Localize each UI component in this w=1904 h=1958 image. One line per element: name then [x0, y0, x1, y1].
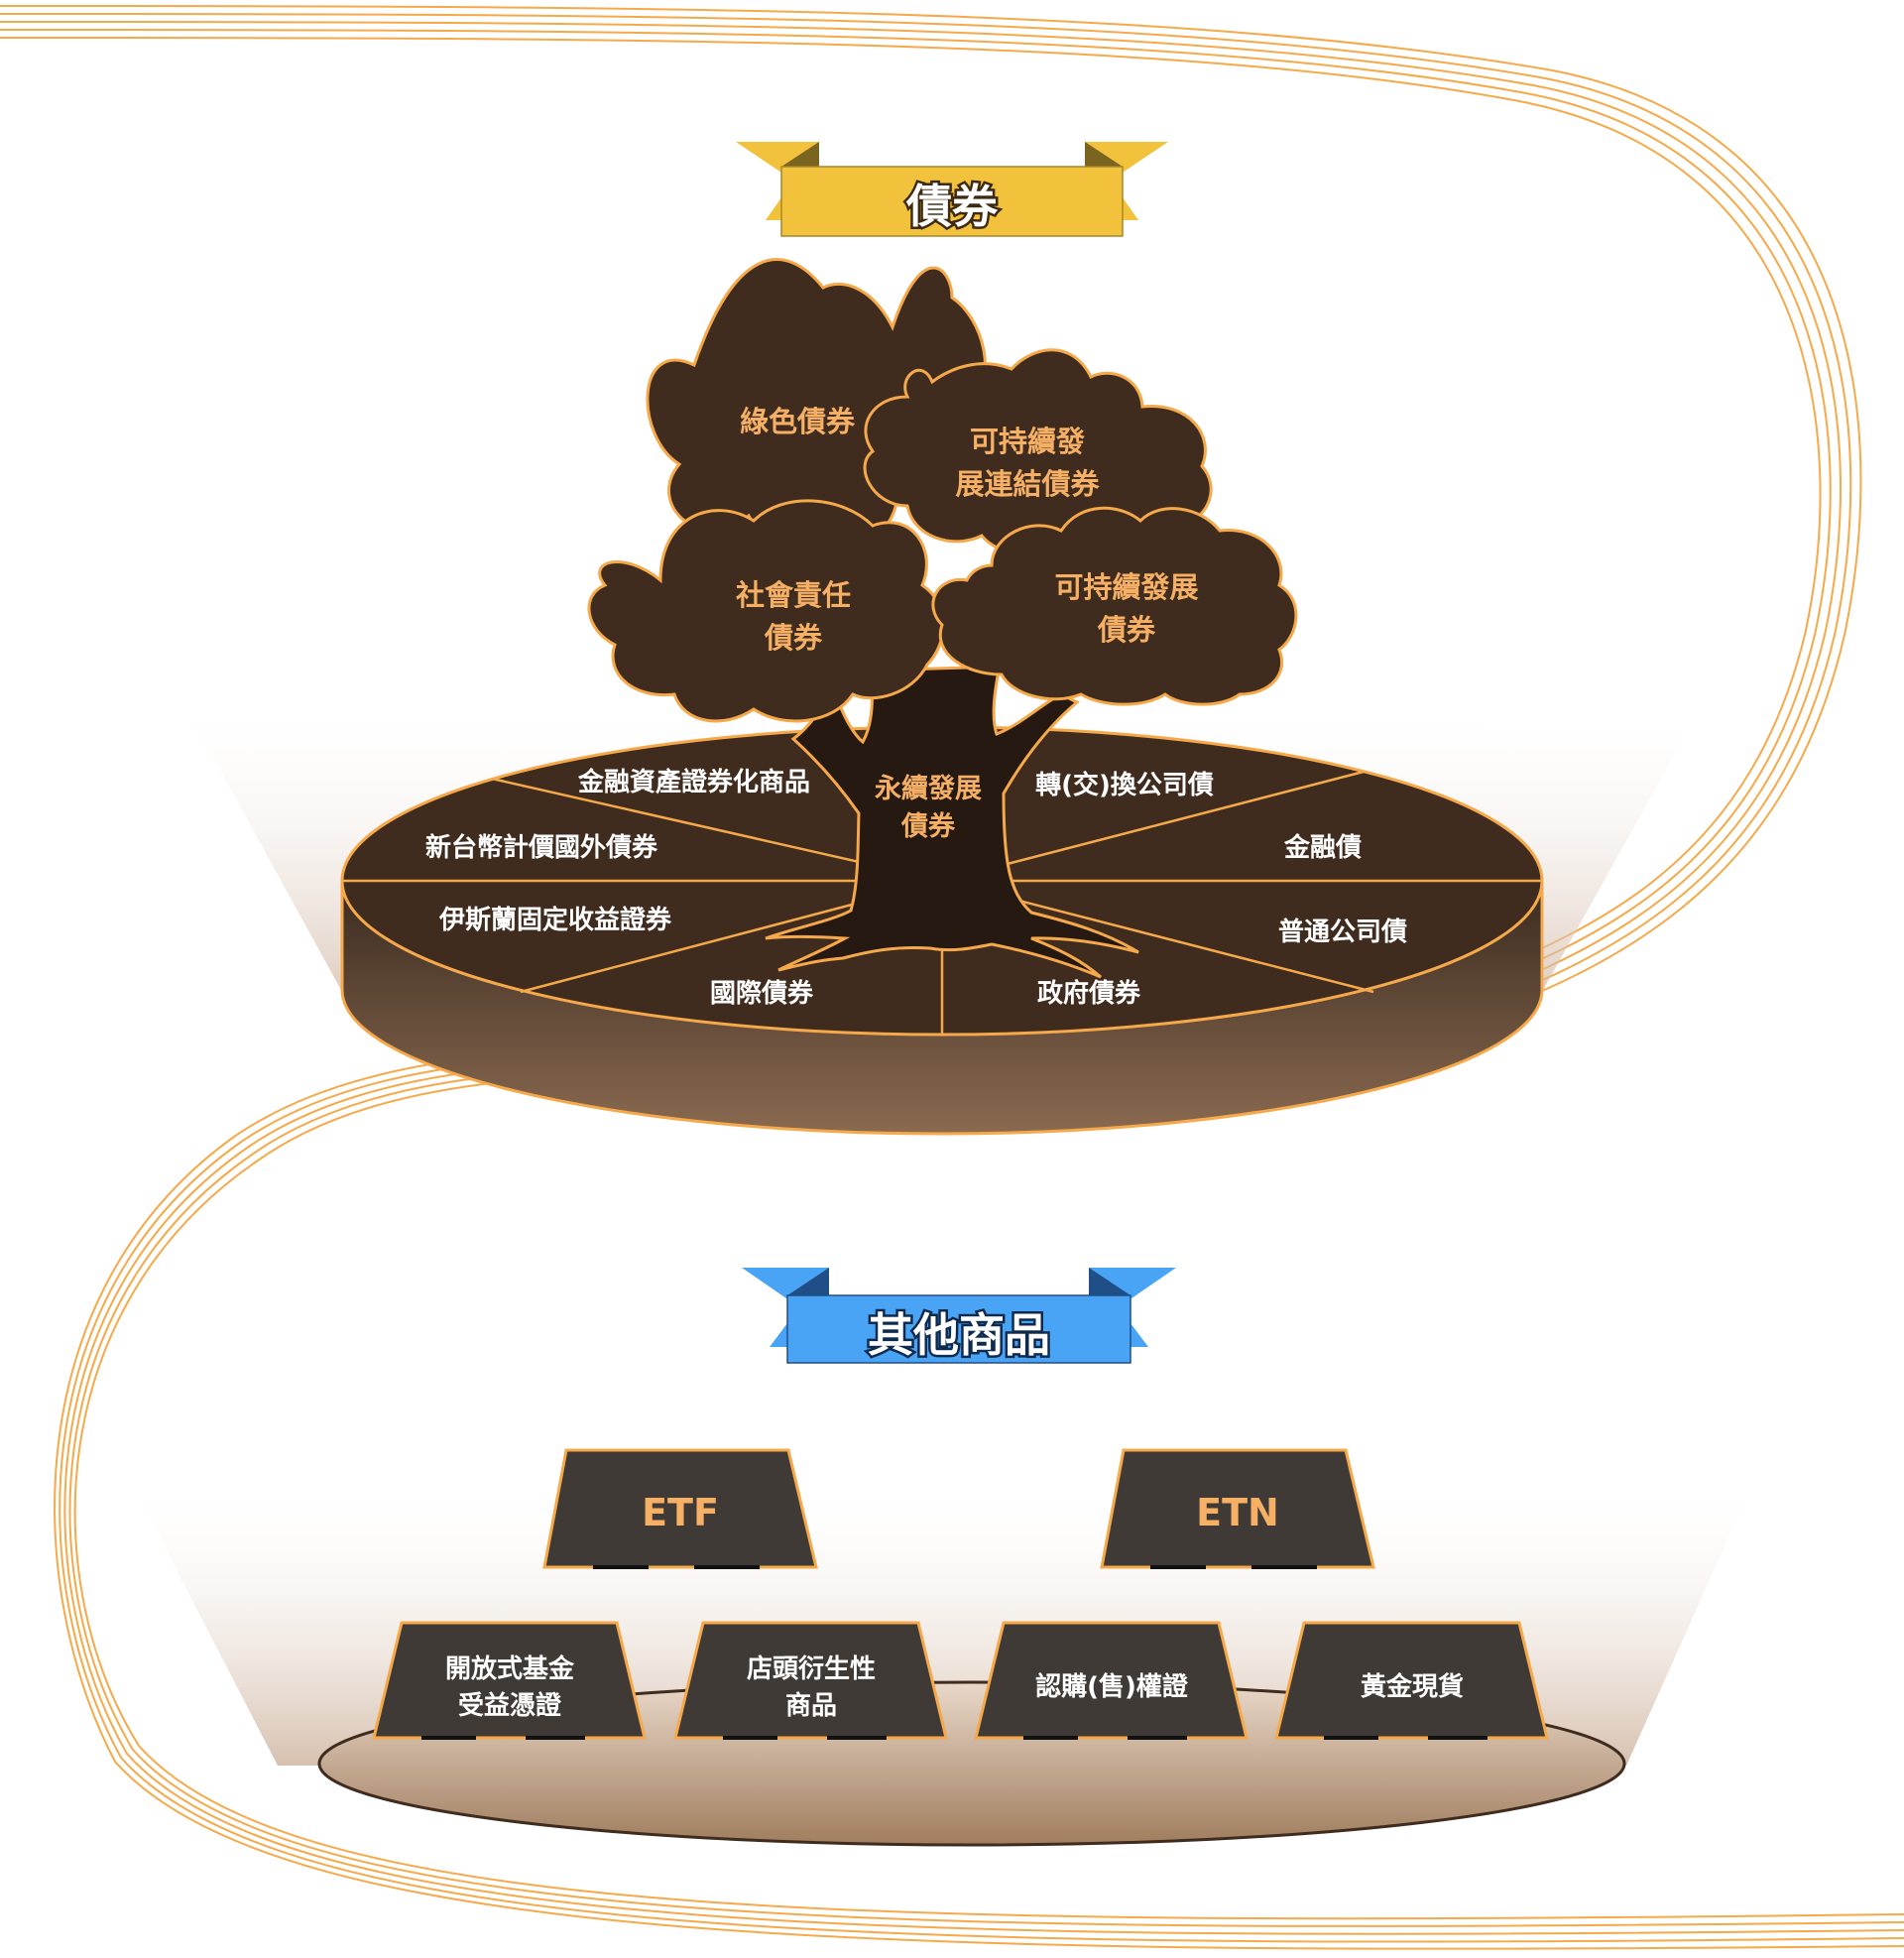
box-label-line1: 開放式基金 [445, 1653, 575, 1684]
pie-label: 金融資產證券化商品 [577, 767, 810, 797]
pie-bottom-edge [340, 989, 1544, 1136]
others-top-row: ETF ETN [542, 1448, 1375, 1569]
gold-spot-box [1274, 1621, 1549, 1740]
others-title: 其他商品 [868, 1308, 1050, 1362]
banner-right-fold [1089, 1268, 1130, 1295]
pie-labels: 金融資產證券化商品 新台幣計價國外債券 伊斯蘭固定收益證券 國際債券 轉(交)換… [425, 767, 1407, 1009]
box-label-line2: 商品 [785, 1690, 837, 1721]
pie-label: 國際債券 [710, 979, 814, 1009]
pie-label: 普通公司債 [1278, 917, 1407, 947]
etn-label: ETN [1196, 1491, 1279, 1534]
box-label-line1: 店頭衍生性 [747, 1654, 876, 1684]
box-label: 認購(售)權證 [1035, 1671, 1189, 1702]
trunk-label-line1: 永續發展 [874, 773, 982, 804]
canopy-label: 可持續發 [970, 425, 1085, 458]
bonds-title: 債券 [905, 180, 999, 233]
canopy-sustainability-bonds [931, 506, 1298, 706]
canopy-label: 展連結債券 [955, 467, 1100, 501]
pie-label: 伊斯蘭固定收益證券 [438, 905, 672, 935]
etf-label: ETF [642, 1491, 719, 1534]
etf-box [542, 1448, 818, 1569]
canopy-label: 社會責任 [736, 578, 851, 612]
canopy-label: 債券 [1097, 613, 1156, 647]
pie-label: 轉(交)換公司債 [1035, 770, 1214, 800]
etn-box [1100, 1448, 1375, 1569]
banner-body [786, 1294, 1131, 1364]
canopy-social-bonds [587, 499, 945, 723]
open-end-fund-box [372, 1621, 647, 1740]
canopy-labels: 綠色債券 可持續發 展連結債券 社會責任 債券 可持續發展 債券 [736, 405, 1199, 655]
others-bottom-row: 開放式基金 受益憑證 店頭衍生性 商品 認購(售)權證 黃金現貨 [372, 1621, 1549, 1740]
pie-label: 金融債 [1283, 832, 1362, 863]
pie-label: 政府債券 [1037, 978, 1141, 1009]
pie-label: 新台幣計價國外債券 [425, 832, 658, 863]
box-label-line2: 受益憑證 [458, 1690, 562, 1721]
banner-right-fold [1085, 142, 1123, 167]
otc-derivatives-box [673, 1621, 948, 1740]
canopy-label: 債券 [764, 621, 823, 655]
banner-left-fold [787, 1268, 829, 1295]
box-label: 黃金現貨 [1361, 1671, 1464, 1702]
canopy-label: 綠色債券 [740, 405, 856, 438]
tree-trunk [765, 665, 1139, 979]
banner-body [780, 166, 1124, 237]
canopy-label: 可持續發展 [1054, 570, 1198, 604]
warrants-box [974, 1621, 1249, 1740]
bond-tree: 永續發展 債券 綠色債券 可持續發 展連結債券 社會責任 債券 可持續發展 債券 [587, 258, 1298, 979]
trunk-label-line2: 債券 [900, 810, 956, 842]
banner-left-fold [781, 142, 819, 167]
bonds-banner: 債券 [736, 142, 1168, 237]
others-banner: 其他商品 [742, 1268, 1176, 1365]
